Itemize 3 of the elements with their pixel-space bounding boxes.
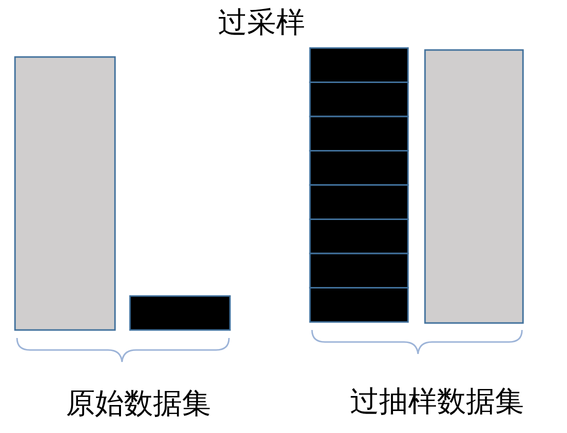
dataset-label: 过抽样数据集 — [350, 383, 524, 419]
title: 过采样 — [218, 4, 305, 40]
dataset-label: 原始数据集 — [66, 385, 211, 421]
